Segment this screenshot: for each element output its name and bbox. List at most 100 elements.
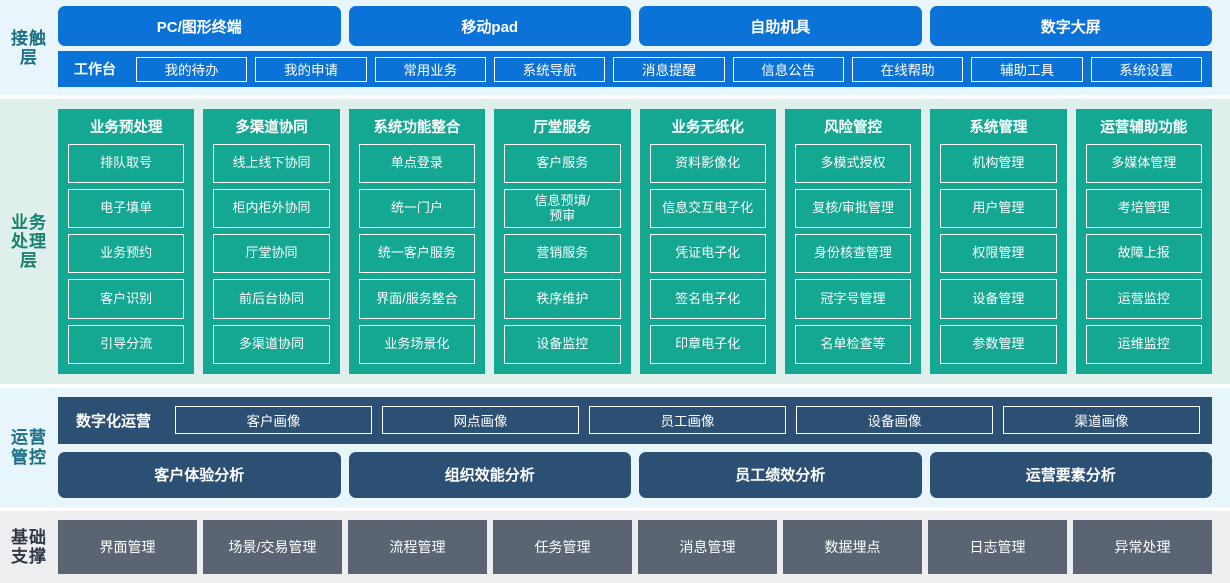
nav-item-message-reminder[interactable]: 消息提醒 xyxy=(613,56,725,82)
biz-item[interactable]: 机构管理 xyxy=(940,143,1057,184)
analysis-row: 客户体验分析 组织效能分析 员工绩效分析 运营要素分析 xyxy=(58,451,1212,499)
biz-column-risk-control: 风险管控 多模式授权 复核/审批管理 身份核查管理 冠字号管理 名单检查等 xyxy=(784,108,922,374)
biz-column-title: 风险管控 xyxy=(824,119,883,136)
nav-item-assist-tools[interactable]: 辅助工具 xyxy=(971,56,1083,82)
biz-item[interactable]: 客户识别 xyxy=(68,279,185,319)
base-message-management[interactable]: 消息管理 xyxy=(638,520,777,574)
analysis-employee-performance[interactable]: 员工绩效分析 xyxy=(639,451,922,499)
biz-column-system-integration: 系统功能整合 单点登录 统一门户 统一客户服务 界面/服务整合 业务场景化 xyxy=(348,108,486,374)
nav-item-system-navigation[interactable]: 系统导航 xyxy=(493,56,606,82)
biz-item[interactable]: 多模式授权 xyxy=(794,143,912,184)
biz-item[interactable]: 电子填单 xyxy=(68,189,185,229)
biz-item[interactable]: 业务预约 xyxy=(68,234,185,274)
biz-item[interactable]: 用户管理 xyxy=(940,189,1057,229)
biz-item[interactable]: 故障上报 xyxy=(1085,234,1202,274)
nav-item-system-settings[interactable]: 系统设置 xyxy=(1090,56,1202,82)
biz-item[interactable]: 引导分流 xyxy=(68,324,185,364)
layer-touch-body: PC/图形终端 移动pad 自助机具 数字大屏 工作台 我的待办 我的申请 常用… xyxy=(58,6,1230,89)
biz-item[interactable]: 排队取号 xyxy=(68,143,185,184)
base-log-management[interactable]: 日志管理 xyxy=(928,520,1067,574)
biz-item[interactable]: 运维监控 xyxy=(1085,324,1202,364)
nav-item-common-business[interactable]: 常用业务 xyxy=(374,56,486,82)
layer-business-label: 业务处理层 xyxy=(0,109,58,374)
biz-item[interactable]: 线上线下协同 xyxy=(213,143,330,184)
biz-item[interactable]: 设备管理 xyxy=(940,279,1057,319)
biz-item[interactable]: 考培管理 xyxy=(1085,189,1202,229)
channel-row: PC/图形终端 移动pad 自助机具 数字大屏 xyxy=(58,6,1212,46)
biz-item[interactable]: 信息交互电子化 xyxy=(649,189,766,229)
biz-item[interactable]: 信息预填/ 预审 xyxy=(504,189,621,229)
layer-business-body: 业务预处理 排队取号 电子填单 业务预约 客户识别 引导分流 多渠道协同 线上线… xyxy=(58,108,1230,374)
biz-item[interactable]: 设备监控 xyxy=(504,324,621,364)
portrait-customer[interactable]: 客户画像 xyxy=(175,406,373,435)
biz-column-preprocess: 业务预处理 排队取号 电子填单 业务预约 客户识别 引导分流 xyxy=(58,108,195,374)
biz-item[interactable]: 名单检查等 xyxy=(794,324,912,364)
nav-item-announcement[interactable]: 信息公告 xyxy=(732,56,844,82)
base-scene-transaction-management[interactable]: 场景/交易管理 xyxy=(203,520,342,574)
biz-item[interactable]: 资料影像化 xyxy=(649,143,766,184)
divider-touch-business xyxy=(0,95,1230,99)
biz-item[interactable]: 签名电子化 xyxy=(649,279,766,319)
biz-item[interactable]: 前后台协同 xyxy=(213,279,330,319)
layer-base-body: 界面管理 场景/交易管理 流程管理 任务管理 消息管理 数据埋点 日志管理 异常… xyxy=(58,520,1230,574)
biz-item[interactable]: 复核/审批管理 xyxy=(794,189,912,229)
channel-self-service[interactable]: 自助机具 xyxy=(639,6,922,46)
biz-item[interactable]: 界面/服务整合 xyxy=(358,279,476,319)
biz-item-list: 排队取号 电子填单 业务预约 客户识别 引导分流 xyxy=(68,143,185,364)
biz-item[interactable]: 厅堂协同 xyxy=(213,234,330,274)
biz-column-title: 系统管理 xyxy=(969,119,1028,136)
biz-item[interactable]: 运营监控 xyxy=(1085,279,1202,319)
biz-item[interactable]: 权限管理 xyxy=(940,234,1057,274)
layer-touch: 接触层 PC/图形终端 移动pad 自助机具 数字大屏 工作台 我的待办 我的申… xyxy=(0,0,1230,96)
channel-mobile-pad[interactable]: 移动pad xyxy=(348,6,631,46)
layer-business-label-text: 业务处理层 xyxy=(11,212,47,270)
channel-digital-screen[interactable]: 数字大屏 xyxy=(929,6,1212,46)
nav-item-my-todo[interactable]: 我的待办 xyxy=(136,56,248,82)
layer-operations: 运营管控 数字化运营 客户画像 网点画像 员工画像 设备画像 渠道画像 客户体验… xyxy=(0,387,1230,508)
biz-item-list: 多媒体管理 考培管理 故障上报 运营监控 运维监控 xyxy=(1085,143,1202,364)
base-ui-management[interactable]: 界面管理 xyxy=(58,520,197,574)
layer-operations-label-text: 运营管控 xyxy=(11,428,47,467)
biz-item[interactable]: 冠字号管理 xyxy=(794,279,912,319)
biz-column-paperless: 业务无纸化 资料影像化 信息交互电子化 凭证电子化 签名电子化 印章电子化 xyxy=(639,108,776,374)
biz-item[interactable]: 客户服务 xyxy=(504,143,621,184)
biz-item[interactable]: 参数管理 xyxy=(940,324,1057,364)
portrait-device[interactable]: 设备画像 xyxy=(796,406,994,435)
biz-item[interactable]: 营销服务 xyxy=(504,234,621,274)
analysis-customer-experience[interactable]: 客户体验分析 xyxy=(58,451,341,499)
biz-item[interactable]: 统一门户 xyxy=(358,189,476,229)
biz-column-multichannel: 多渠道协同 线上线下协同 柜内柜外协同 厅堂协同 前后台协同 多渠道协同 xyxy=(203,108,340,374)
workbench-nav-row: 工作台 我的待办 我的申请 常用业务 系统导航 消息提醒 信息公告 在线帮助 辅… xyxy=(58,51,1212,87)
biz-column-title: 业务无纸化 xyxy=(671,119,744,136)
channel-pc[interactable]: PC/图形终端 xyxy=(58,6,341,46)
analysis-operation-factors[interactable]: 运营要素分析 xyxy=(929,451,1212,499)
layer-operations-body: 数字化运营 客户画像 网点画像 员工画像 设备画像 渠道画像 客户体验分析 组织… xyxy=(58,396,1230,499)
biz-column-title: 厅堂服务 xyxy=(533,119,592,136)
biz-item[interactable]: 身份核查管理 xyxy=(794,234,912,274)
portrait-employee[interactable]: 员工画像 xyxy=(589,406,787,435)
biz-column-hall-service: 厅堂服务 客户服务 信息预填/ 预审 营销服务 秩序维护 设备监控 xyxy=(494,108,631,374)
base-exception-handling[interactable]: 异常处理 xyxy=(1073,520,1212,574)
biz-item[interactable]: 多渠道协同 xyxy=(213,324,330,364)
nav-item-online-help[interactable]: 在线帮助 xyxy=(851,56,964,82)
biz-item[interactable]: 秩序维护 xyxy=(504,279,621,319)
biz-item[interactable]: 单点登录 xyxy=(358,143,476,184)
biz-item[interactable]: 业务场景化 xyxy=(358,324,476,364)
divider-business-operations xyxy=(0,383,1230,388)
base-process-management[interactable]: 流程管理 xyxy=(348,520,487,574)
biz-item[interactable]: 凭证电子化 xyxy=(649,234,766,274)
biz-column-title: 系统功能整合 xyxy=(373,119,461,136)
biz-item[interactable]: 印章电子化 xyxy=(649,324,766,364)
biz-item[interactable]: 统一客户服务 xyxy=(358,234,476,274)
digital-operations-row: 数字化运营 客户画像 网点画像 员工画像 设备画像 渠道画像 xyxy=(58,396,1212,444)
nav-item-my-application[interactable]: 我的申请 xyxy=(255,56,367,82)
portrait-branch[interactable]: 网点画像 xyxy=(382,406,580,435)
base-data-tracking[interactable]: 数据埋点 xyxy=(783,520,922,574)
biz-item[interactable]: 柜内柜外协同 xyxy=(213,189,330,229)
biz-item-list: 多模式授权 复核/审批管理 身份核查管理 冠字号管理 名单检查等 xyxy=(794,143,912,364)
biz-item[interactable]: 多媒体管理 xyxy=(1085,143,1202,184)
base-task-management[interactable]: 任务管理 xyxy=(493,520,632,574)
analysis-organization-efficiency[interactable]: 组织效能分析 xyxy=(348,451,631,499)
portrait-channel[interactable]: 渠道画像 xyxy=(1003,406,1201,435)
biz-column-title: 运营辅助功能 xyxy=(1100,119,1188,136)
